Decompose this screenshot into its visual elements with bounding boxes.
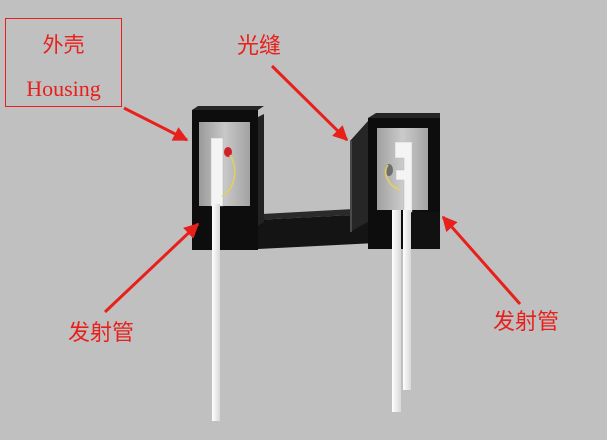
housing-label-english: Housing — [26, 76, 101, 101]
housing-base — [255, 214, 376, 249]
left-pin — [212, 204, 220, 421]
slit-arrow — [270, 64, 349, 142]
housing-arrow — [123, 106, 189, 142]
receiver-internals — [384, 141, 413, 213]
right-tower-side — [350, 121, 368, 232]
right-pin-back — [403, 210, 411, 390]
left-window — [199, 122, 250, 206]
emitter-left-label: 发射管 — [68, 321, 135, 346]
interrupter-housing — [192, 106, 440, 250]
housing-label-chinese: 外壳 — [42, 33, 85, 57]
emitter-right-arrow — [441, 215, 522, 305]
emitter-right-label: 发射管 — [493, 310, 560, 335]
emitter-frame — [210, 137, 224, 207]
lead-pins — [212, 204, 411, 421]
housing-base-top — [255, 208, 372, 220]
annotation-arrows — [103, 64, 522, 314]
left-tower-side — [258, 114, 264, 226]
emitter-bond-wire — [221, 154, 236, 197]
receiver-frame — [394, 141, 413, 213]
light-slit — [350, 141, 352, 232]
right-pin-front — [392, 210, 401, 412]
housing-label-box: 外壳 Housing — [5, 18, 122, 107]
left-tower-top — [192, 106, 264, 110]
slit-label: 光缝 — [237, 34, 282, 59]
emitter-led-chip — [224, 147, 232, 157]
emitter-internals — [210, 137, 236, 207]
emitter-left-arrow — [103, 222, 200, 314]
receiver-bond-wire — [384, 164, 401, 191]
right-window — [377, 128, 428, 210]
right-tower-top — [368, 113, 440, 118]
